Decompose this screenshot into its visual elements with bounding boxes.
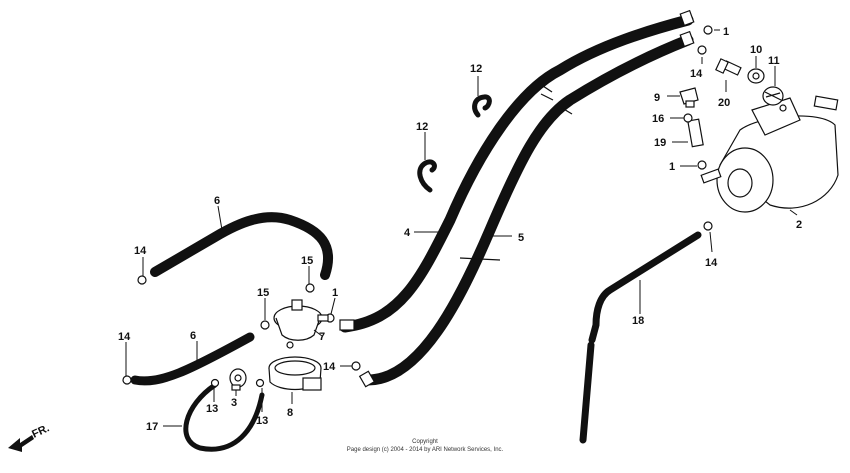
label-15: 15 [301,255,313,267]
hose-end-fitting [679,30,695,48]
label-17: 17 [146,421,158,433]
hose-6-upper [150,212,334,280]
front-direction-marker: FR. [6,422,66,454]
label-19: 19 [654,137,666,149]
copyright-line: Copyright [412,439,438,445]
label-18: 18 [632,315,644,327]
arrow-icon: FR. [8,422,51,452]
hose-18 [579,231,702,444]
label-6: 6 [214,195,220,207]
label-14: 14 [690,68,703,80]
label-15: 15 [257,287,269,299]
label-16: 16 [652,113,664,125]
label-12: 12 [416,121,428,133]
hose-4 [339,14,694,333]
retainer-12 [417,94,492,193]
valve-7 [273,299,329,349]
band-8 [268,356,322,391]
label-14: 14 [134,245,147,257]
hose-end-fitting [358,370,376,388]
joint-3 [229,368,247,391]
label-7: 7 [319,331,325,343]
hose-17 [183,382,265,452]
hose-end-fitting [339,319,355,331]
label-14: 14 [705,257,718,269]
clamps [122,25,713,388]
label-1: 1 [332,287,338,299]
label-1: 1 [723,26,729,38]
bolt-20 [715,58,742,76]
vent-cap-9 [679,87,699,108]
label-9: 9 [654,92,660,104]
label-13: 13 [206,403,218,415]
label-14: 14 [323,361,336,373]
label-14: 14 [118,331,131,343]
hose-joints [459,85,573,261]
label-13: 13 [256,415,268,427]
label-20: 20 [718,97,730,109]
washer-10 [747,68,765,84]
leader-lines [125,29,798,427]
copyright-notice: Page design (c) 2004 - 2014 by ARI Netwo… [346,447,504,453]
label-2: 2 [796,219,802,231]
tube-19 [687,118,704,148]
label-11: 11 [768,55,780,67]
grommet-11 [762,86,784,106]
label-6: 6 [190,330,196,342]
label-5: 5 [518,232,524,244]
hose-5 [362,34,694,386]
label-3: 3 [231,397,237,409]
hose-6-lower [130,332,255,386]
label-10: 10 [750,44,762,56]
canister [700,95,839,213]
label-12: 12 [470,63,482,75]
label-8: 8 [287,407,293,419]
label-4: 4 [404,227,411,239]
label-1: 1 [669,161,675,173]
hose-end-fitting [679,9,695,27]
